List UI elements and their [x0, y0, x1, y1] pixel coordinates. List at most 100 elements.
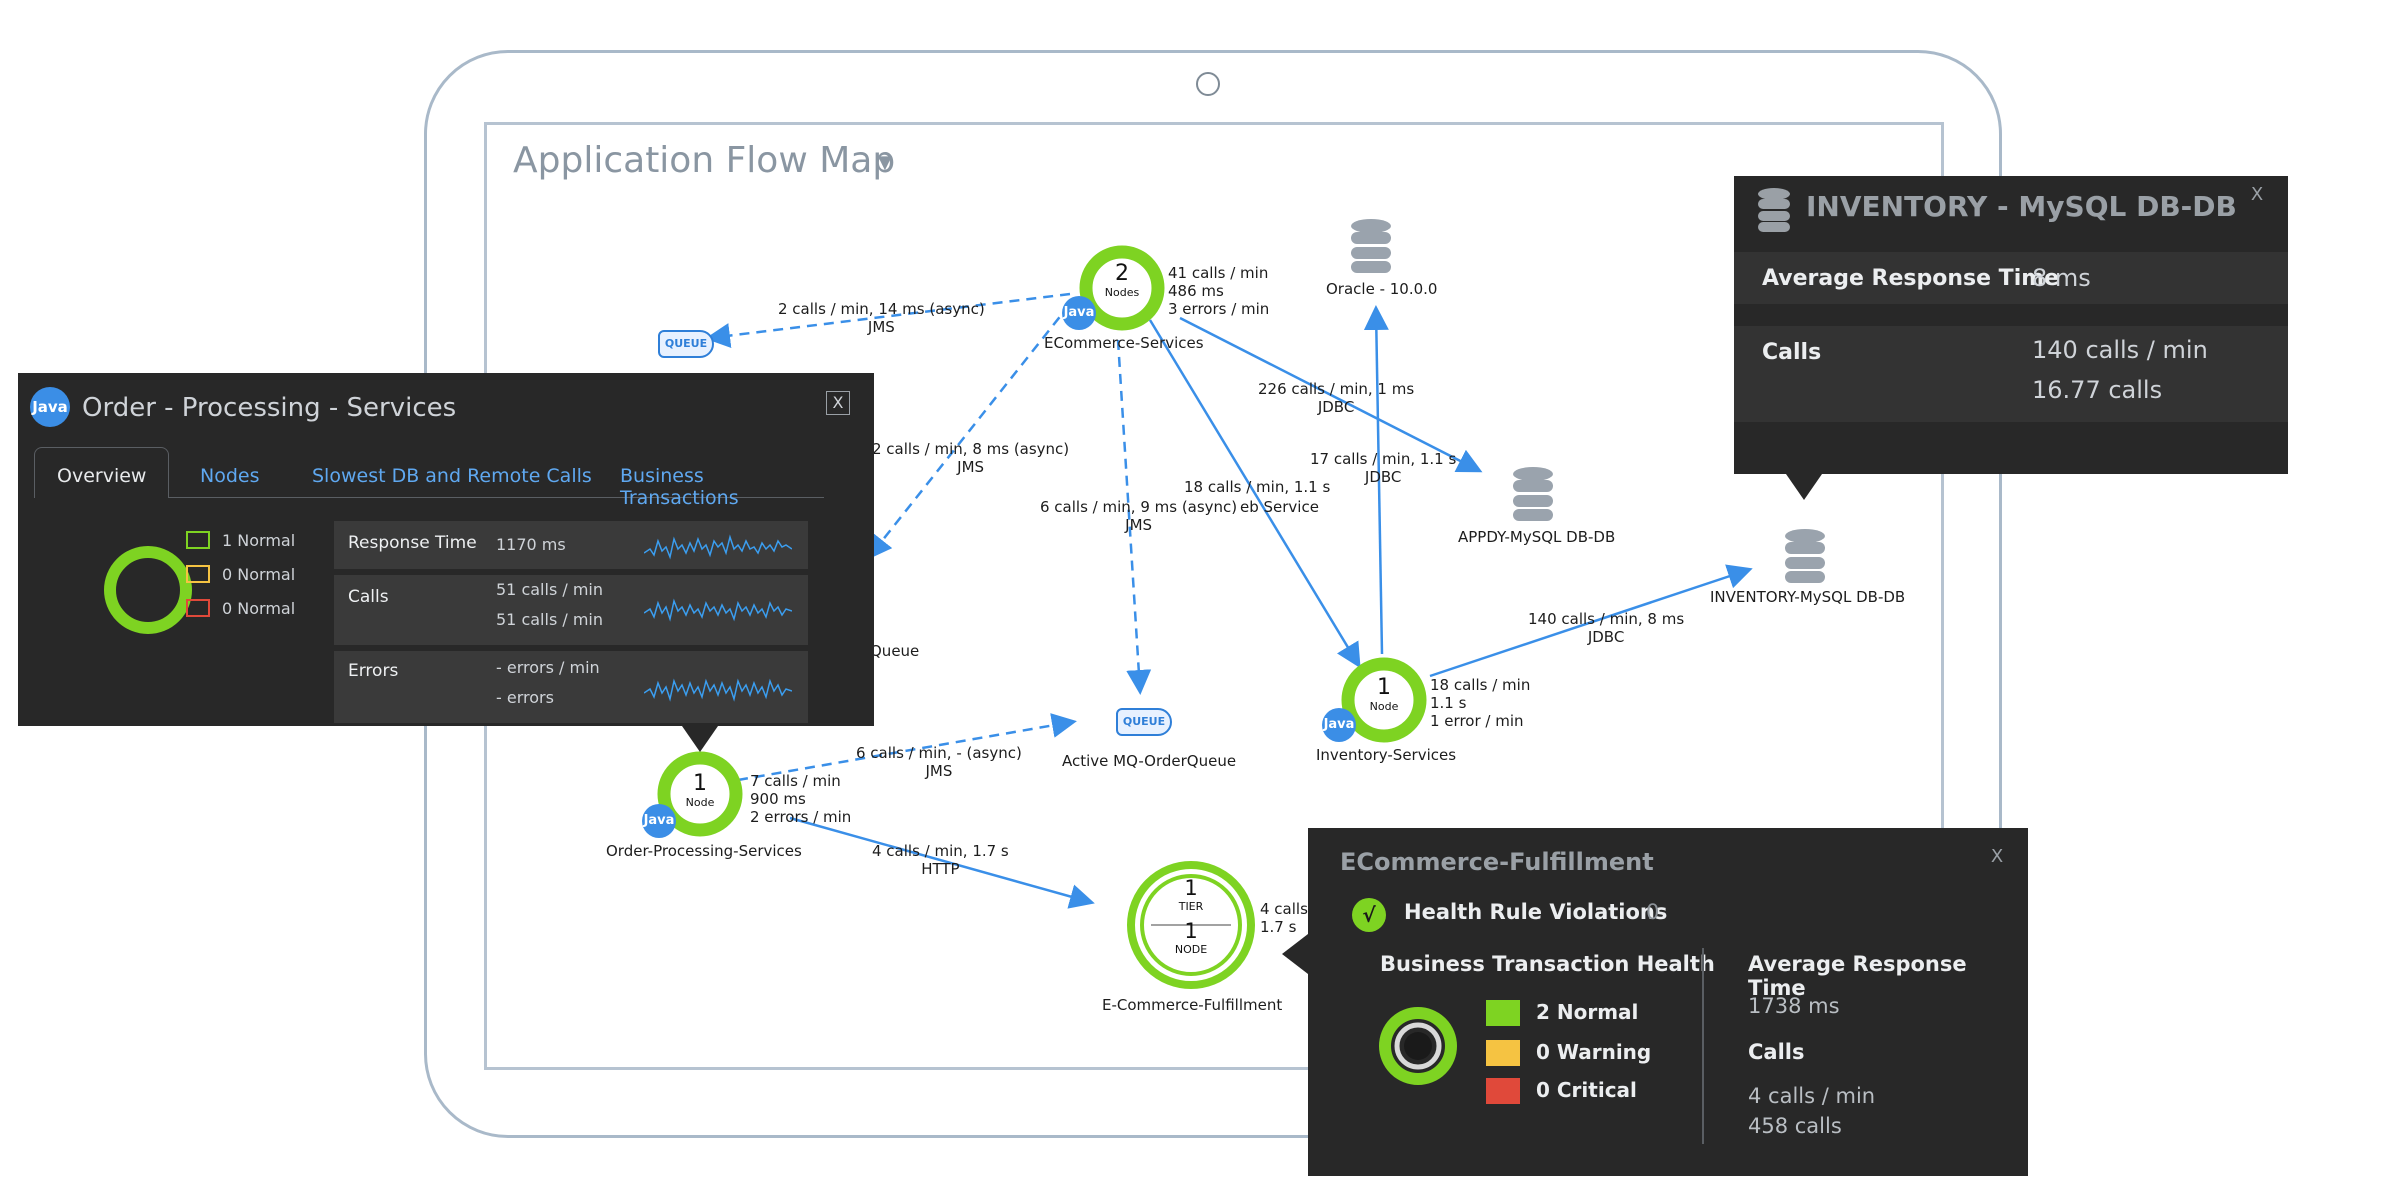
node-label-inventory: Inventory-Services — [1316, 746, 1457, 764]
fulfillment-popup: ECommerce-Fulfillment X √ Health Rule Vi… — [1308, 828, 2028, 1176]
business-transaction-health-label: Business Transaction Health — [1380, 952, 1715, 976]
legend-swatch-critical — [186, 599, 210, 617]
calls-label: Calls — [1748, 1040, 1805, 1064]
calls-value: 458 calls — [1748, 1114, 1842, 1138]
node-label-ecommerce: ECommerce-Services — [1044, 334, 1204, 352]
edge-order-activemq — [737, 713, 1077, 782]
edge-ecommerce-inventory — [1148, 319, 1361, 669]
node-ring-fulfillment[interactable] — [1124, 858, 1258, 992]
health-donut — [1379, 1007, 1457, 1085]
edge-label: 18 calls / min, 1.1 s — [1184, 478, 1331, 496]
database-icon[interactable] — [1510, 466, 1556, 522]
edge-order-fulfillment — [789, 816, 1095, 909]
legend-label: 0 Normal — [222, 565, 296, 584]
health-rule-violations-label[interactable]: Health Rule Violations — [1404, 900, 1668, 924]
close-button[interactable]: X — [826, 391, 850, 415]
node-label-fulfillment: E-Commerce-Fulfillment — [1102, 996, 1283, 1014]
edge-label: 6 calls / min, - (async)JMS — [856, 744, 1022, 780]
backend-label-appdy: APPDY-MySQL DB-DB — [1458, 528, 1616, 546]
health-ring — [104, 546, 192, 634]
legend-swatch-warning — [186, 565, 210, 583]
database-icon[interactable] — [1348, 218, 1394, 274]
backend-label-inventory-db: INVENTORY-MySQL DB-DB — [1710, 588, 1906, 606]
node-count: 2 Nodes — [1104, 261, 1140, 300]
edge-ecommerce-activemq — [1116, 339, 1152, 695]
close-button[interactable]: X — [2250, 184, 2264, 205]
inventory-db-popup: INVENTORY - MySQL DB-DB X Average Respon… — [1734, 176, 2288, 474]
tab-nodes[interactable]: Nodes — [200, 465, 260, 487]
chevron-down-icon[interactable]: ▼ — [878, 152, 892, 173]
metric-row-calls[interactable]: Calls 51 calls / min 51 calls / min — [334, 575, 808, 645]
avg-response-value: 1738 ms — [1748, 994, 1840, 1018]
tab-bar: Overview Nodes Slowest DB and Remote Cal… — [34, 447, 824, 509]
tab-business-transactions[interactable]: Business Transactions — [620, 465, 739, 509]
status-swatch-normal — [1486, 1000, 1520, 1026]
backend-label-queue: Queue — [870, 642, 920, 660]
queue-icon[interactable]: QUEUE — [658, 330, 714, 358]
edge-ecommerce-queue — [705, 292, 1071, 348]
order-processing-popup: Java Order - Processing - Services X Ove… — [18, 373, 874, 726]
legend-label: 0 Normal — [222, 599, 296, 618]
status-swatch-critical — [1486, 1078, 1520, 1104]
database-icon — [1758, 188, 1790, 232]
status-label: 0 Warning — [1536, 1040, 1652, 1064]
health-rule-violations-count: 0 — [1646, 900, 1660, 924]
camera-icon — [1196, 72, 1220, 96]
edge-label: eb Service — [1240, 498, 1319, 516]
edge-inventory-inventorydb — [1429, 564, 1753, 678]
java-icon: Java — [30, 387, 70, 427]
popup-title: ECommerce-Fulfillment — [1340, 848, 1654, 876]
edge-label: 6 calls / min, 9 ms (async)JMS — [1040, 498, 1238, 534]
tier-count: 1 TIER 1 NODE — [1174, 876, 1208, 956]
node-ring-ecommerce[interactable] — [1078, 244, 1166, 332]
status-label: 2 Normal — [1536, 1000, 1639, 1024]
queue-icon[interactable]: QUEUE — [1116, 708, 1172, 736]
node-ring-order[interactable] — [656, 750, 744, 838]
popup-pointer — [682, 726, 718, 752]
sparkline-errors — [644, 678, 792, 702]
java-icon: Java — [642, 804, 676, 838]
metric-row-avg-response: Average Response Time 8 ms — [1734, 252, 2288, 304]
check-icon: √ — [1352, 898, 1386, 932]
avg-response-label: Average Response Time — [1748, 952, 1967, 1000]
status-label: 0 Critical — [1536, 1078, 1637, 1102]
node-count: 1 Node — [685, 771, 715, 810]
sparkline-calls — [644, 598, 792, 622]
edge-label: 2 calls / min, 14 ms (async)JMS — [778, 300, 985, 336]
node-ring-inventory[interactable] — [1340, 656, 1428, 744]
backend-label-activemq: Active MQ-OrderQueue — [1062, 752, 1237, 770]
metric-row-errors[interactable]: Errors - errors / min - errors — [334, 651, 808, 723]
legend-swatch-normal — [186, 531, 210, 549]
close-button[interactable]: X — [1990, 846, 2004, 867]
popup-pointer — [1786, 474, 1822, 500]
node-count: 1 Node — [1369, 675, 1399, 714]
sparkline-response-time — [644, 534, 792, 560]
tab-overview[interactable]: Overview — [34, 447, 170, 498]
edge-ecommerce-appdy — [1179, 316, 1483, 473]
metric-row-calls: Calls 140 calls / min 16.77 calls — [1734, 326, 2288, 422]
edge-label: 2 calls / min, 8 ms (async)JMS — [872, 440, 1070, 476]
node-label-order: Order-Processing-Services — [606, 842, 802, 860]
popup-title: Order - Processing - Services — [82, 393, 457, 423]
edge-inventory-oracle — [1363, 305, 1389, 655]
calls-value: 4 calls / min — [1748, 1084, 1876, 1108]
legend-label: 1 Normal — [222, 531, 296, 550]
backend-label-oracle: Oracle - 10.0.0 — [1326, 280, 1438, 298]
tab-slowest-db[interactable]: Slowest DB and Remote Calls — [312, 465, 592, 487]
popup-title: INVENTORY - MySQL DB-DB — [1806, 190, 2237, 223]
metric-row-response-time[interactable]: Response Time 1170 ms — [334, 521, 808, 569]
database-icon[interactable] — [1782, 528, 1828, 584]
java-icon: Java — [1322, 708, 1356, 742]
popup-pointer — [1282, 934, 1308, 974]
divider — [1702, 948, 1704, 1144]
edge-ecommerce-queue2 — [866, 303, 1071, 560]
